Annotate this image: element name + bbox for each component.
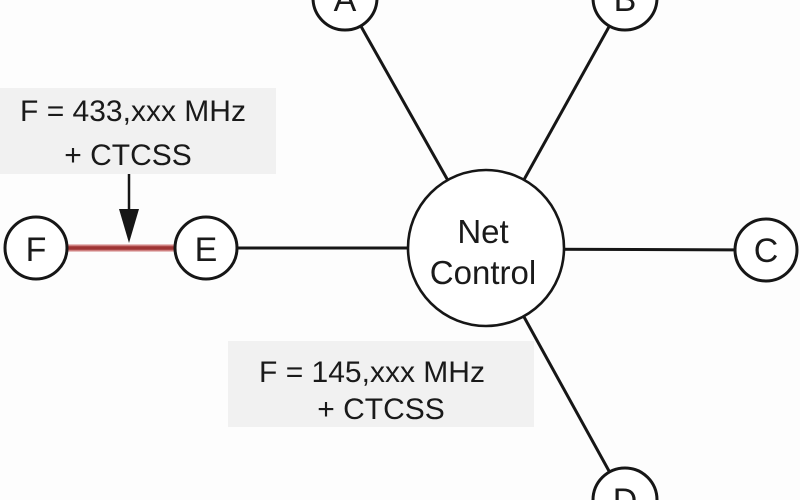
node-c: C <box>733 217 799 283</box>
node-d: D <box>591 466 659 500</box>
node-d-circle <box>591 466 659 500</box>
node-e-label: E <box>195 231 218 269</box>
node-b: B <box>591 0 659 32</box>
nodes: Net Control A B C D E <box>3 0 799 500</box>
uhf-annotation: F = 433,xxx MHz + CTCSS <box>20 95 246 243</box>
arrow-down-icon <box>119 209 139 243</box>
uhf-frequency-label: F = 433,xxx MHz <box>20 95 246 128</box>
node-net-control-circle <box>406 168 566 328</box>
node-a: A <box>311 0 379 32</box>
net-control-label-line1: Net <box>457 213 508 250</box>
node-d-label: D <box>613 482 638 500</box>
node-c-label: C <box>754 232 779 270</box>
net-control-label-line2: Control <box>430 254 536 291</box>
node-b-circle <box>591 0 659 32</box>
node-c-circle <box>733 217 799 283</box>
vhf-ctcss-label: + CTCSS <box>317 393 445 426</box>
node-f-circle <box>3 215 69 281</box>
node-e: E <box>173 215 239 281</box>
node-b-label: B <box>614 0 637 19</box>
node-f-label: F <box>26 231 47 269</box>
node-a-label: A <box>334 0 357 19</box>
background-patch <box>0 88 276 174</box>
uhf-ctcss-label: + CTCSS <box>64 139 192 172</box>
node-e-circle <box>173 215 239 281</box>
node-net-control: Net Control <box>406 168 566 328</box>
node-f: F <box>3 215 69 281</box>
node-a-circle <box>311 0 379 32</box>
vhf-frequency-label: F = 145,xxx MHz <box>259 356 485 389</box>
background-patch <box>228 341 534 427</box>
vhf-annotation: F = 145,xxx MHz + CTCSS <box>259 356 485 426</box>
